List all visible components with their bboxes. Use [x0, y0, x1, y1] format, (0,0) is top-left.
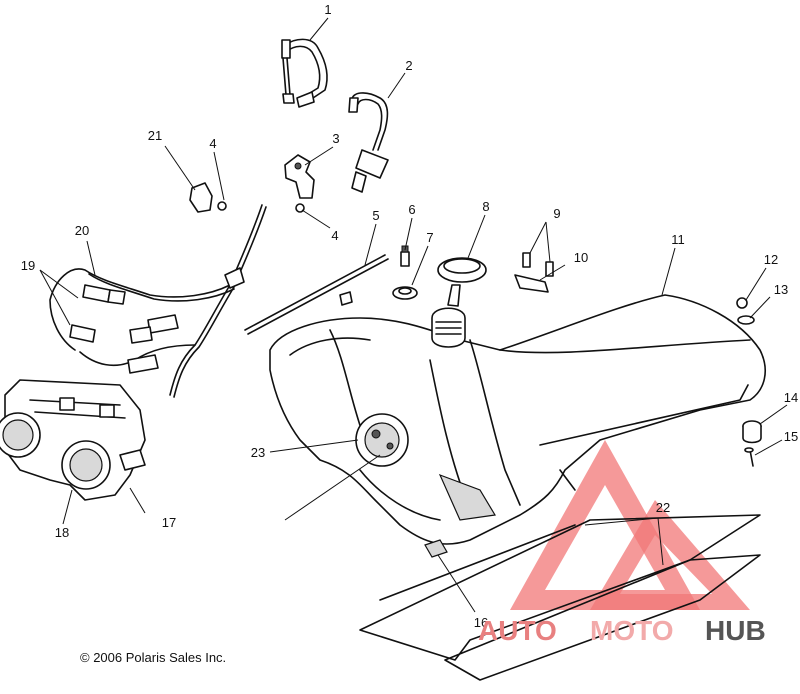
label-20: 20 — [75, 223, 89, 238]
label-16: 16 — [474, 615, 488, 630]
label-23: 23 — [251, 445, 265, 460]
watermark-text: AUTO MOTO HUB — [478, 615, 766, 646]
label-12: 12 — [764, 252, 778, 267]
grommet — [392, 286, 418, 300]
label-8: 8 — [482, 199, 489, 214]
fuel-injectors — [69, 284, 179, 374]
watermark-moto: MOTO — [590, 615, 673, 646]
tank-strap — [539, 384, 749, 446]
label-13: 13 — [774, 282, 788, 297]
label-1: 1 — [324, 2, 331, 17]
bracket — [284, 154, 315, 199]
label-4b: 4 — [209, 136, 216, 151]
label-11: 11 — [671, 232, 685, 247]
label-21: 21 — [148, 128, 162, 143]
bumper — [742, 420, 762, 444]
vent-line — [244, 254, 389, 335]
label-2: 2 — [405, 58, 412, 73]
part-labels: 1 2 3 4 4 5 6 7 8 9 10 11 12 13 14 15 16… — [21, 2, 798, 630]
bolt — [744, 447, 754, 467]
throttle-body — [0, 379, 146, 501]
label-plate — [424, 539, 448, 558]
label-14: 14 — [784, 390, 798, 405]
fuel-line-1 — [281, 38, 328, 108]
nut — [736, 297, 748, 309]
fuel-line-2 — [348, 92, 389, 193]
label-4a: 4 — [331, 228, 338, 243]
label-6: 6 — [408, 202, 415, 217]
label-9: 9 — [553, 206, 560, 221]
watermark-hub: HUB — [705, 615, 766, 646]
watermark-auto: AUTO — [478, 615, 557, 646]
label-5: 5 — [372, 208, 379, 223]
copyright-text: © 2006 Polaris Sales Inc. — [80, 650, 227, 665]
label-7: 7 — [426, 230, 433, 245]
label-17: 17 — [162, 515, 176, 530]
leader-lines — [39, 17, 788, 613]
watermark-logo — [510, 440, 750, 610]
heat-shield-plates — [359, 514, 761, 681]
label-10: 10 — [574, 250, 588, 265]
label-3: 3 — [332, 131, 339, 146]
clip-bracket — [189, 182, 227, 213]
strap — [514, 274, 549, 293]
fuel-cap — [431, 257, 487, 348]
label-22: 22 — [656, 500, 670, 515]
label-18: 18 — [55, 525, 69, 540]
fuel-pump — [355, 413, 409, 467]
washer — [737, 315, 755, 325]
fuel-tank — [269, 294, 766, 545]
clamps — [522, 252, 554, 277]
label-15: 15 — [784, 429, 798, 444]
label-19: 19 — [21, 258, 35, 273]
